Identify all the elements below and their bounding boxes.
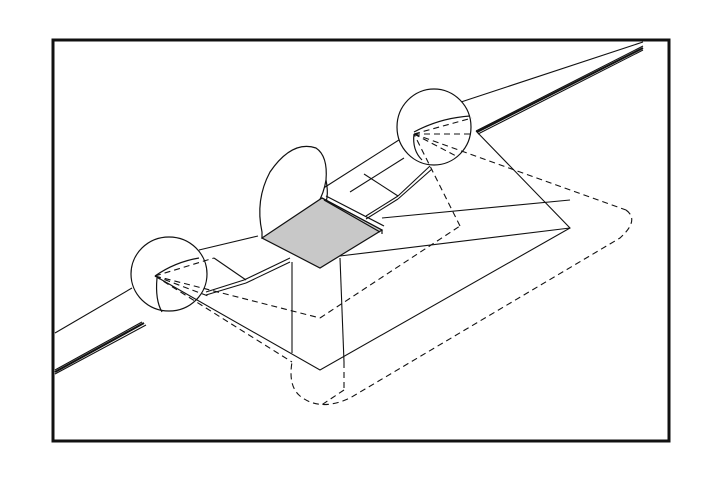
beam-right-segment (321, 137, 433, 220)
right-sphere-joint (396, 88, 472, 166)
frame-border (51, 38, 671, 443)
beam-left-segment (54, 287, 147, 375)
solid-ground-outline (154, 130, 571, 371)
beam-middle-segment (198, 235, 291, 296)
base-plate (260, 195, 385, 269)
dashed-projection-outline (154, 117, 633, 407)
beam-far-right-segment (457, 41, 644, 135)
left-sphere-joint (130, 236, 208, 313)
